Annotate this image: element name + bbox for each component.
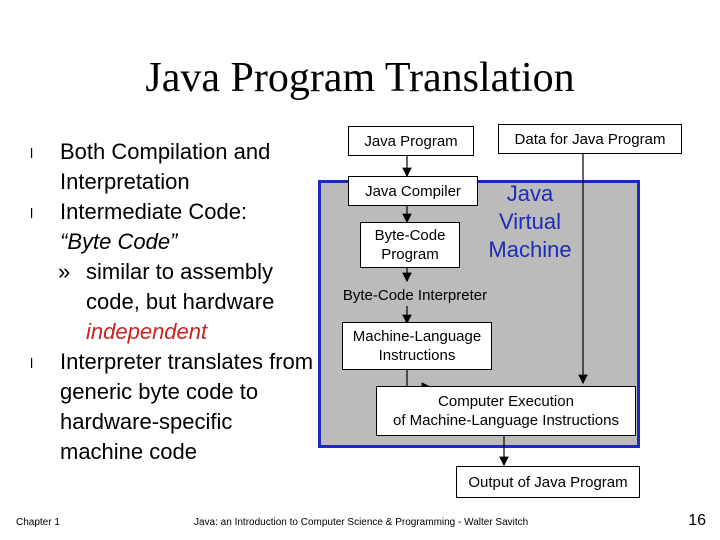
bullet-text: Both Compilation and Interpretation (60, 139, 271, 194)
byte-code-program-box: Byte-Code Program (360, 222, 460, 268)
byte-code-interpreter-label: Byte-Code Interpreter (342, 287, 488, 304)
sub-bullet-item: » similar to assembly code, but hardware… (30, 257, 320, 347)
bullet-marker: l (30, 355, 34, 371)
bullet-marker: l (30, 205, 34, 221)
computer-execution-line2: of Machine-Language Instructions (393, 412, 619, 429)
bullet-item-interpreter: l Interpreter translates from generic by… (30, 347, 320, 467)
java-compiler-box: Java Compiler (348, 176, 478, 206)
footer-chapter: Chapter 1 (16, 517, 60, 528)
bullet-text-italic: “Byte Code” (60, 229, 178, 254)
slide-title: Java Program Translation (145, 55, 575, 101)
computer-execution-line1: Computer Execution (438, 393, 574, 410)
arrow-machine-to-execution (406, 370, 432, 392)
machine-language-instructions-box: Machine-Language Instructions (342, 322, 492, 370)
highlight-text: independent (86, 319, 208, 344)
bullet-item-compilation: l Both Compilation and Interpretation (30, 137, 320, 197)
bullet-marker: l (30, 145, 34, 161)
jvm-label: Java Virtual Machine (488, 181, 572, 262)
bullet-text: Intermediate Code: (60, 199, 248, 224)
output-box: Output of Java Program (456, 466, 640, 498)
sub-bullet-text: similar to assembly code, but hardware (86, 259, 275, 314)
computer-execution-box: Computer Execution of Machine-Language I… (376, 386, 636, 436)
page-number: 16 (688, 512, 706, 529)
bullet-item-intermediate: l Intermediate Code: “Byte Code” (30, 197, 320, 257)
sub-bullet-marker: » (58, 259, 71, 284)
data-for-java-program-box: Data for Java Program (498, 124, 682, 154)
footer-book: Java: an Introduction to Computer Scienc… (194, 517, 529, 528)
bullet-text: Interpreter translates from generic byte… (60, 349, 314, 464)
bullet-list: l Both Compilation and Interpretation l … (30, 137, 320, 467)
java-program-box: Java Program (348, 126, 474, 156)
